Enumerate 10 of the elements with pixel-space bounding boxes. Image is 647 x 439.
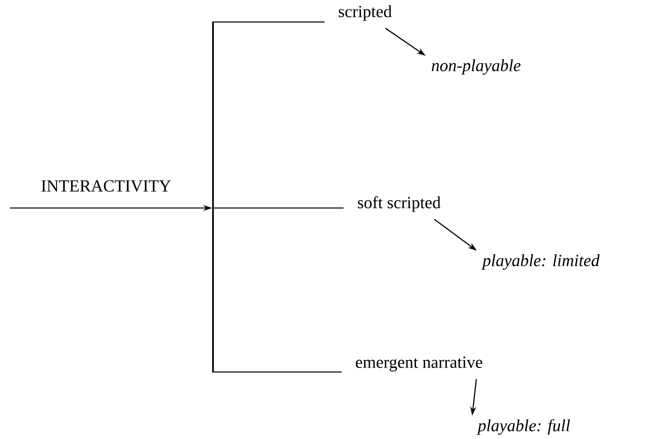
branch-line <box>214 207 344 209</box>
label-text: playable: limited <box>481 254 600 270</box>
branch-line <box>214 371 342 373</box>
branch-line <box>214 21 325 23</box>
edge-label: INTERACTIVITY <box>41 180 171 192</box>
label-text: emergent narrative <box>356 356 482 372</box>
label-text: playable: full <box>476 419 570 435</box>
label-text: scripted <box>338 5 392 21</box>
label-text: soft scripted <box>358 196 441 212</box>
label-text: non-playable <box>432 59 520 75</box>
